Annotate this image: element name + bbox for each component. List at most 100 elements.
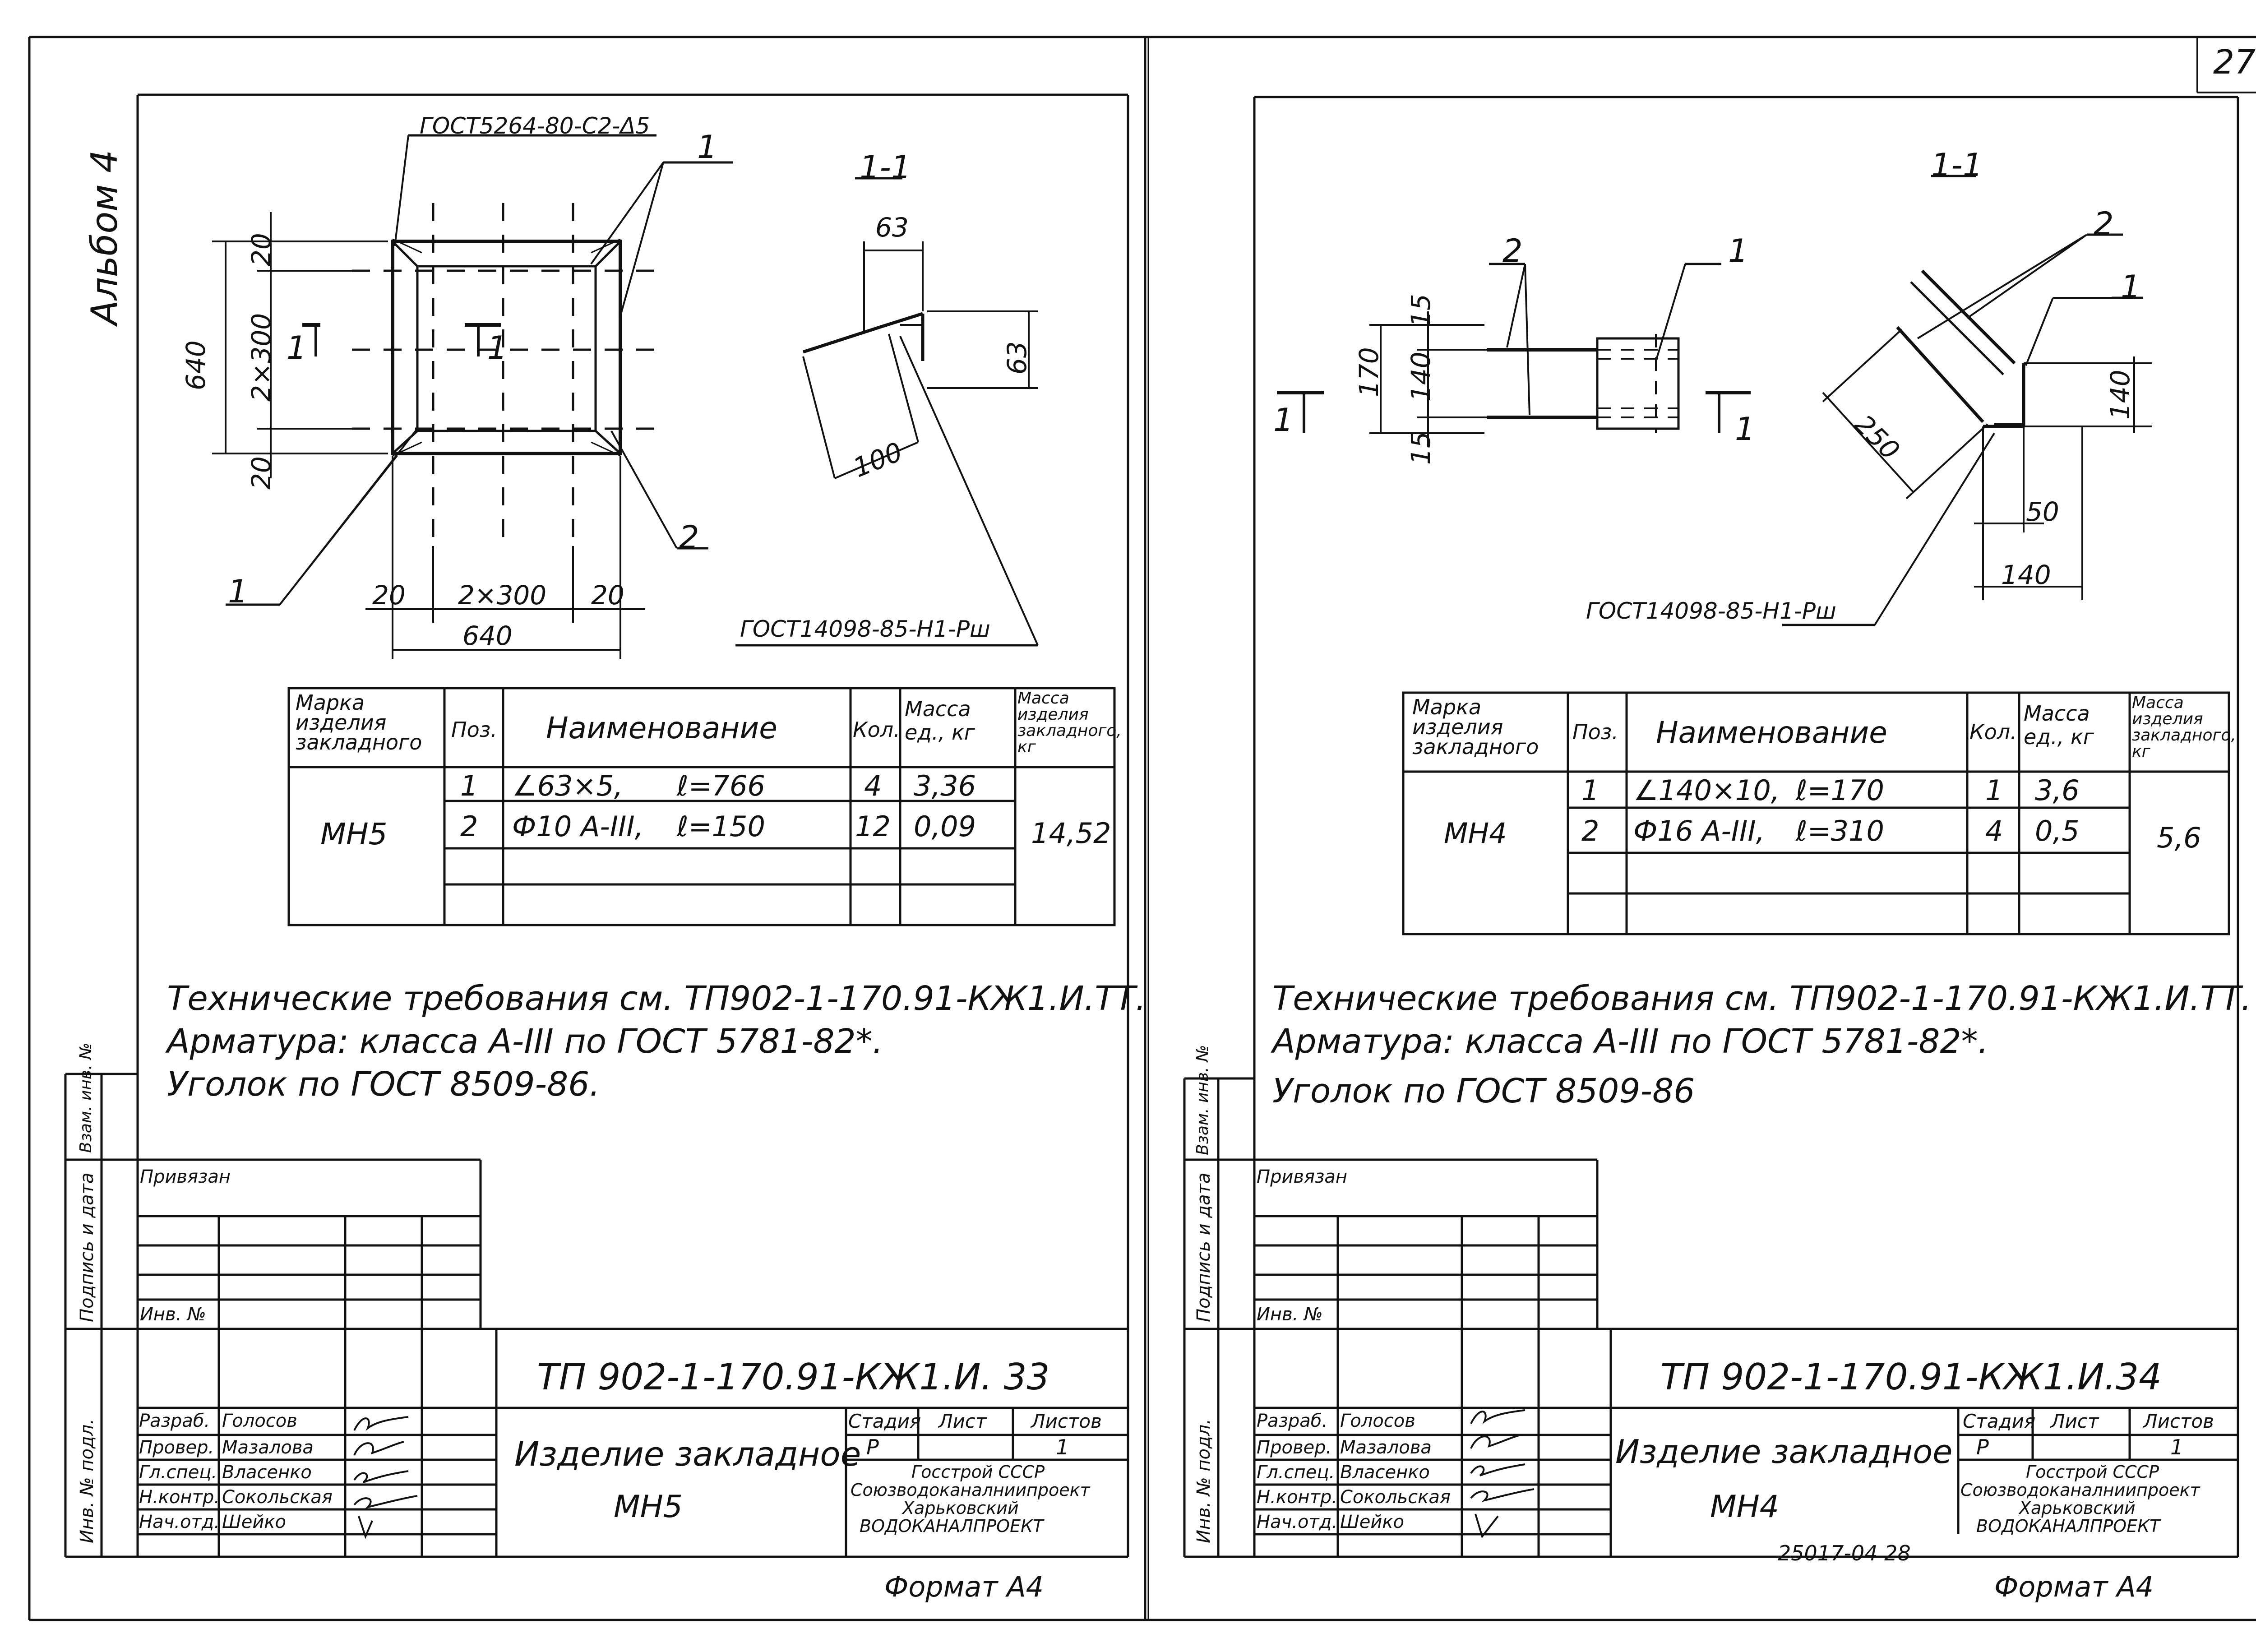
right-drawing bbox=[1183, 96, 2239, 1558]
dim-63-right: 63 bbox=[1002, 341, 1032, 375]
tb-name-4: Сокольская bbox=[1340, 1487, 1451, 1508]
cut-mark-center: 1 bbox=[487, 329, 508, 366]
tb-doc-code: ТП 902-1-170.91-КЖ1.И.34 bbox=[1660, 1356, 2162, 1398]
tb-org-2: Союзводоканалниипроект bbox=[1960, 1480, 2200, 1500]
tb-org-3: Харьковский bbox=[902, 1498, 1019, 1518]
callout-2-plan: 2 bbox=[1502, 232, 1523, 269]
row1-name: ∠140×10, bbox=[1633, 774, 1780, 807]
row1-length: ℓ=170 bbox=[1796, 774, 1884, 807]
weld-gost-top: ГОСТ5264-80-С2-Δ5 bbox=[420, 113, 650, 139]
tb-name-5: Шейко bbox=[222, 1512, 287, 1532]
page-number: 27 bbox=[2213, 43, 2256, 82]
tb-doc-code: ТП 902-1-170.91-КЖ1.И. 33 bbox=[537, 1356, 1050, 1398]
note-rebar: Арматура: класса А-III по ГОСТ 5781-82*. bbox=[1272, 1022, 1989, 1061]
row2-pos: 2 bbox=[460, 810, 478, 843]
tb-name-3: Власенко bbox=[1340, 1462, 1430, 1483]
row1-mass: 3,6 bbox=[2035, 774, 2080, 807]
row2-mass: 0,5 bbox=[2035, 814, 2080, 847]
tb-name-2: Мазалова bbox=[222, 1437, 314, 1458]
row1-length: ℓ=766 bbox=[677, 769, 765, 802]
tb-sheets-value: 1 bbox=[2170, 1435, 2184, 1459]
section-label: 1-1 bbox=[1931, 147, 1983, 184]
tb-role-3: Гл.спец. bbox=[139, 1462, 217, 1483]
doc-number: 25017-04 28 bbox=[1778, 1541, 1911, 1565]
dim-170: 170 bbox=[1354, 347, 1384, 397]
tb-role-5: Нач.отд. bbox=[1257, 1512, 1338, 1532]
row2-qty: 12 bbox=[855, 810, 891, 843]
side-sign-date: Подпись и дата bbox=[77, 1172, 97, 1322]
side-sign-date: Подпись и дата bbox=[1193, 1172, 1214, 1322]
callout-2: 2 bbox=[679, 519, 699, 556]
dim-50: 50 bbox=[2026, 496, 2059, 527]
tb-sheets-header: Листов bbox=[2143, 1410, 2214, 1432]
dim-2x300-horizontal: 2×300 bbox=[458, 580, 547, 611]
cut-mark-right: 1 bbox=[1735, 411, 1755, 448]
signature-marks bbox=[353, 1416, 418, 1539]
signature-marks bbox=[1470, 1409, 1535, 1539]
tb-privyazan: Привязан bbox=[140, 1166, 231, 1187]
tb-role-4: Н.контр. bbox=[139, 1487, 220, 1508]
side-inv-orig: Инв. № подл. bbox=[77, 1419, 97, 1543]
format-label: Формат А4 bbox=[1994, 1570, 2154, 1603]
tb-title-line2: МН5 bbox=[614, 1489, 683, 1525]
callout-1-top: 1 bbox=[697, 129, 717, 166]
row2-name: Ф16 А-III, bbox=[1633, 814, 1765, 847]
dim-2x300-vertical: 2×300 bbox=[246, 313, 277, 402]
note-rebar: Арматура: класса А-III по ГОСТ 5781-82*. bbox=[167, 1022, 883, 1061]
dim-15-top: 15 bbox=[1405, 294, 1436, 327]
dim-140-vertical: 140 bbox=[1405, 352, 1436, 402]
tb-stage-value: Р bbox=[866, 1435, 879, 1459]
row2-pos: 2 bbox=[1581, 814, 1600, 847]
tb-title-line1: Изделие закладное bbox=[514, 1435, 861, 1474]
right-sheet: 1-1 2 1 2 1 1 1 15 140 15 170 250 140 50… bbox=[1146, 0, 2256, 1652]
tb-name-3: Власенко bbox=[222, 1462, 312, 1483]
note-tech-requirements: Технические требования см. ТП902-1-170.9… bbox=[167, 979, 1146, 1018]
tb-stage-value: Р bbox=[1976, 1435, 1989, 1459]
tb-role-1: Разраб. bbox=[139, 1411, 210, 1431]
row2-length: ℓ=310 bbox=[1796, 814, 1884, 847]
tb-stage-header: Стадия bbox=[1963, 1410, 2036, 1432]
tb-title-line1: Изделие закладное bbox=[1615, 1433, 1953, 1471]
row1-mass: 3,36 bbox=[914, 769, 976, 802]
tb-name-4: Сокольская bbox=[222, 1487, 333, 1508]
row1-name: ∠63×5, bbox=[512, 769, 623, 802]
table-total-mass: 14,52 bbox=[1031, 817, 1111, 850]
table-header-total-mass: Масса изделия закладного, кг bbox=[1017, 689, 1122, 756]
table-header-pos: Поз. bbox=[451, 717, 497, 742]
tb-role-2: Провер. bbox=[1257, 1437, 1332, 1458]
table-header-qty: Кол. bbox=[853, 717, 900, 742]
table-header-qty: Кол. bbox=[1969, 720, 2017, 744]
table-header-name: Наименование bbox=[546, 711, 777, 745]
side-replace-inv: Взам. инв. № bbox=[1193, 1045, 1212, 1155]
tb-role-1: Разраб. bbox=[1257, 1411, 1328, 1431]
tb-sheet-header: Лист bbox=[2051, 1410, 2099, 1432]
tb-org-3: Харьковский bbox=[2019, 1498, 2136, 1518]
dim-640-vertical: 640 bbox=[180, 340, 211, 390]
left-sheet: ГОСТ5264-80-С2-Δ5 1 2 1 1 1 1-1 20 2×300… bbox=[64, 93, 1146, 1603]
side-replace-inv: Взам. инв. № bbox=[77, 1042, 95, 1153]
tb-sheets-header: Листов bbox=[1031, 1410, 1102, 1432]
dim-15-bottom: 15 bbox=[1405, 431, 1436, 465]
weld-gost-bottom: ГОСТ14098-85-Н1-Рш bbox=[740, 616, 990, 642]
table-header-mark: Марка изделия закладного bbox=[296, 690, 422, 754]
table-header-total-mass: Масса изделия закладного, кг bbox=[2132, 694, 2236, 761]
table-header-unit-mass: Масса ед., кг bbox=[2024, 701, 2094, 749]
note-angle: Уголок по ГОСТ 8509-86. bbox=[167, 1065, 600, 1104]
tb-role-5: Нач.отд. bbox=[139, 1512, 220, 1532]
tb-org-1: Госстрой СССР bbox=[2026, 1462, 2159, 1482]
left-drawing bbox=[64, 93, 1129, 1558]
cut-mark-left: 1 bbox=[287, 329, 307, 366]
table-header-mark: Марка изделия закладного bbox=[1412, 695, 1539, 759]
dim-140-right: 140 bbox=[2105, 370, 2136, 420]
tb-name-2: Мазалова bbox=[1340, 1437, 1432, 1458]
note-tech-requirements: Технические требования см. ТП902-1-170.9… bbox=[1272, 979, 2252, 1018]
dim-63-top: 63 bbox=[875, 212, 909, 243]
callout-1-plan: 1 bbox=[1728, 232, 1748, 269]
dim-140-bottom: 140 bbox=[2001, 560, 2051, 590]
dim-20-bottom: 20 bbox=[246, 456, 277, 490]
tb-sheet-header: Лист bbox=[938, 1410, 987, 1432]
dim-20-top: 20 bbox=[246, 233, 277, 266]
tb-name-5: Шейко bbox=[1340, 1512, 1405, 1532]
tb-role-3: Гл.спец. bbox=[1257, 1462, 1335, 1483]
callout-1-bottom: 1 bbox=[228, 573, 248, 610]
